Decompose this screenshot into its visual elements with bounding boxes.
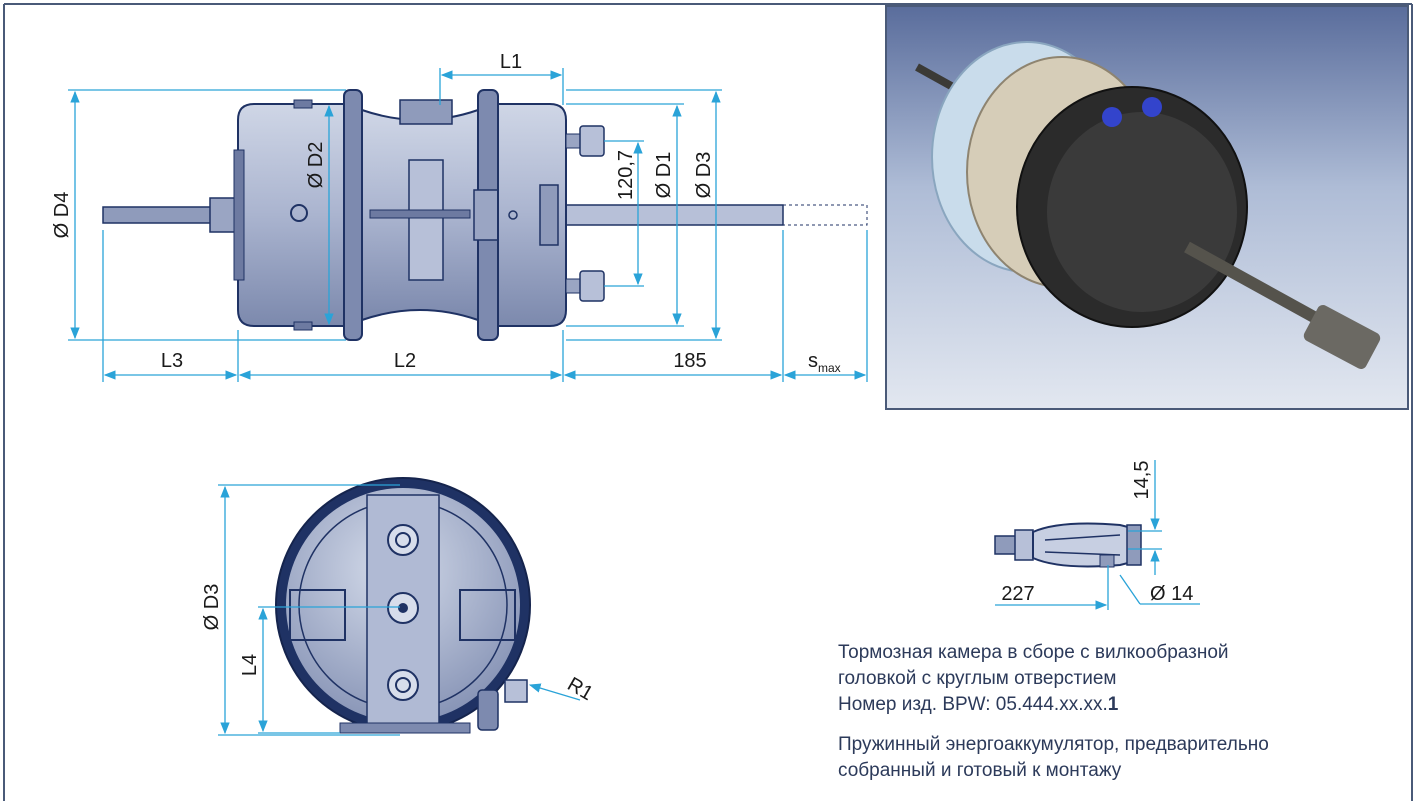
label-d4: Ø D4 bbox=[51, 192, 73, 239]
caption-line-3: Номер изд. BPW: 05.444.xx.xx.1 bbox=[838, 692, 1408, 718]
label-d3-front: Ø D3 bbox=[201, 584, 223, 631]
brake-chamber-render bbox=[915, 41, 1381, 369]
label-14-5: 14,5 bbox=[1131, 461, 1153, 500]
caption-line-5: собранный и готовый к монтажу bbox=[838, 760, 1122, 781]
label-d14: Ø 14 bbox=[1150, 583, 1193, 605]
front-view bbox=[275, 477, 531, 734]
label-d1: Ø D1 bbox=[653, 152, 675, 199]
caption: Тормозная камера в сборе с вилкообразной… bbox=[838, 640, 1408, 784]
label-smax: smax bbox=[808, 350, 841, 375]
label-l2: L2 bbox=[394, 350, 416, 372]
label-185: 185 bbox=[673, 350, 706, 372]
side-view bbox=[102, 89, 868, 341]
fork-dimension-labels: 14,5 227 Ø 14 bbox=[1001, 461, 1193, 605]
label-l3: L3 bbox=[161, 350, 183, 372]
side-dimensions bbox=[68, 68, 868, 382]
label-d3-side: Ø D3 bbox=[693, 152, 715, 199]
caption-line-2: головкой с круглым отверстием bbox=[838, 668, 1117, 689]
caption-part-number-suffix: 1 bbox=[1107, 694, 1119, 715]
label-120-7: 120,7 bbox=[615, 150, 637, 200]
label-d2: Ø D2 bbox=[305, 142, 327, 189]
caption-part-number: Номер изд. BPW: 05.444.xx.xx. bbox=[838, 694, 1108, 715]
label-l4: L4 bbox=[239, 654, 261, 676]
fork-detail bbox=[994, 522, 1142, 568]
caption-line-1: Тормозная камера в сборе с вилкообразной bbox=[838, 642, 1229, 663]
caption-line-4: Пружинный энергоаккумулятор, предварител… bbox=[838, 734, 1269, 755]
product-photo bbox=[885, 5, 1409, 410]
label-smax-s: s bbox=[808, 350, 818, 372]
front-dimensions bbox=[218, 484, 581, 736]
label-smax-sub: max bbox=[818, 361, 841, 375]
label-r1: R1 bbox=[564, 673, 597, 705]
label-l1: L1 bbox=[500, 51, 522, 73]
side-dimension-labels: Ø D4 Ø D2 L1 120,7 Ø D1 Ø D3 L3 L2 185 s… bbox=[51, 51, 841, 375]
label-227: 227 bbox=[1001, 583, 1034, 605]
fork-dimensions bbox=[995, 460, 1200, 610]
